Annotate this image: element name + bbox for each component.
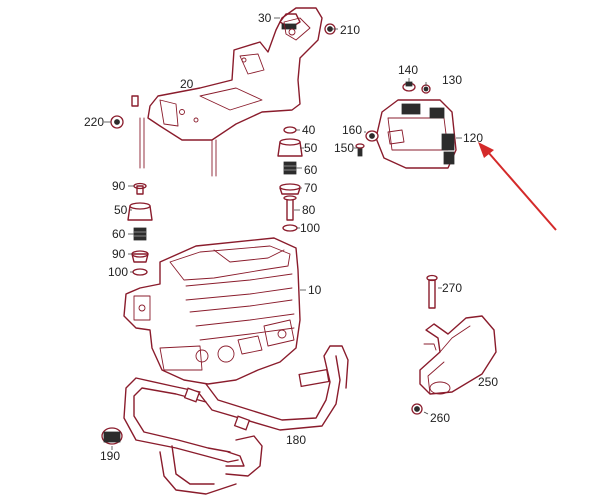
part-60-spring-right <box>283 161 297 175</box>
label-90b: 90 <box>112 247 126 261</box>
part-30-nut <box>279 13 301 30</box>
part-150-screw <box>355 143 365 157</box>
label-190: 190 <box>100 449 120 463</box>
label-100b: 100 <box>300 221 320 235</box>
part-50-mount-left <box>127 202 153 221</box>
label-160: 160 <box>342 123 362 137</box>
label-250: 250 <box>478 375 498 389</box>
label-30: 30 <box>258 11 272 25</box>
label-260: 260 <box>430 411 450 425</box>
label-150: 150 <box>334 141 354 155</box>
part-210-nut <box>324 23 336 35</box>
label-220: 220 <box>84 115 104 129</box>
part-220-nut <box>110 115 124 129</box>
label-80: 80 <box>302 203 316 217</box>
part-120-control-unit <box>375 99 457 169</box>
part-160-grommet <box>365 130 379 142</box>
part-250-reservoir <box>419 315 497 395</box>
part-90-cap-left <box>131 250 149 263</box>
part-80-bolt <box>283 195 297 221</box>
label-180: 180 <box>286 433 306 447</box>
part-60-spring-left <box>133 227 147 241</box>
label-10: 10 <box>308 283 322 297</box>
label-270: 270 <box>442 281 462 295</box>
part-90-bolt-top <box>133 182 147 195</box>
label-140: 140 <box>398 63 418 77</box>
part-10-compressor <box>123 237 301 385</box>
part-50-mount-right <box>277 138 303 157</box>
label-130: 130 <box>442 73 462 87</box>
leader-lines <box>104 17 462 450</box>
part-labels: 30 210 20 220 40 50 60 70 80 100 90 50 6… <box>84 11 498 463</box>
label-70: 70 <box>304 181 318 195</box>
label-90a: 90 <box>112 179 126 193</box>
label-50b: 50 <box>304 141 318 155</box>
part-260-nut <box>411 403 423 415</box>
part-40-washer <box>283 126 297 134</box>
label-20: 20 <box>180 77 194 91</box>
part-140-grommet <box>402 81 416 92</box>
part-70-cap <box>279 183 301 195</box>
part-100-washer-left <box>132 268 148 276</box>
part-130-nut <box>421 84 431 94</box>
label-210: 210 <box>340 23 360 37</box>
label-50a: 50 <box>114 203 128 217</box>
label-100a: 100 <box>108 265 128 279</box>
label-40: 40 <box>302 123 316 137</box>
part-190-clamp <box>101 427 123 445</box>
part-20-bracket <box>131 7 323 177</box>
label-120: 120 <box>463 131 483 145</box>
part-270-bolt <box>426 274 438 309</box>
part-180-hose <box>123 345 349 495</box>
highlight-arrow <box>478 142 557 231</box>
label-60a: 60 <box>112 227 126 241</box>
part-100-washer-right <box>282 224 298 232</box>
label-60b: 60 <box>304 163 318 177</box>
